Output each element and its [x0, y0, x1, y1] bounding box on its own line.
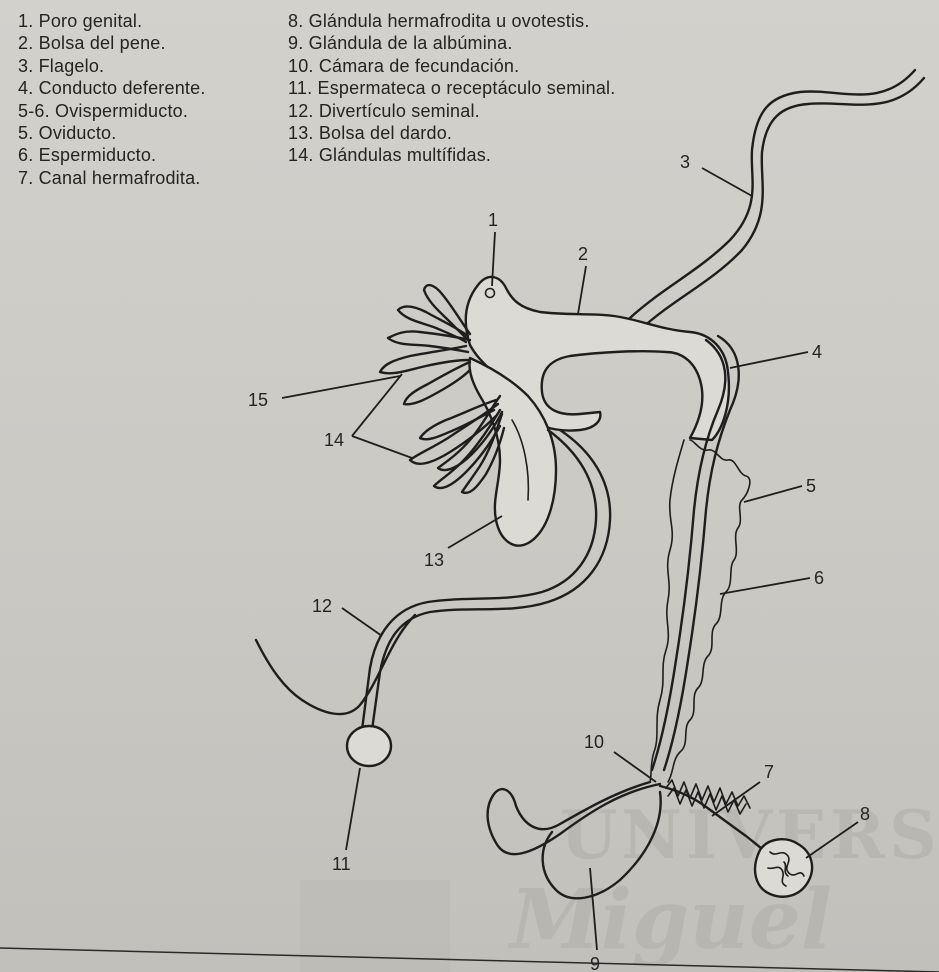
label-6: 6 — [814, 568, 824, 588]
multifid-glands-lower — [410, 396, 504, 493]
multifid-glands-upper — [380, 285, 470, 404]
label-12: 12 — [312, 596, 332, 616]
label-11: 11 — [332, 854, 351, 874]
label-10: 10 — [584, 732, 604, 752]
label-7: 7 — [764, 762, 774, 782]
flagellum — [630, 70, 924, 330]
label-15: 15 — [248, 390, 268, 410]
label-4: 4 — [812, 342, 822, 362]
ovispermiduct — [650, 336, 750, 782]
label-8: 8 — [860, 804, 870, 824]
label-13: 13 — [424, 550, 444, 570]
label-14: 14 — [324, 430, 344, 450]
label-3: 3 — [680, 152, 690, 172]
label-5: 5 — [806, 476, 816, 496]
label-2: 2 — [578, 244, 588, 264]
spermatheca-duct — [256, 430, 610, 766]
label-9: 9 — [590, 954, 600, 972]
spermatheca — [347, 726, 391, 766]
label-1: 1 — [488, 210, 498, 230]
ovotestis — [755, 839, 812, 897]
